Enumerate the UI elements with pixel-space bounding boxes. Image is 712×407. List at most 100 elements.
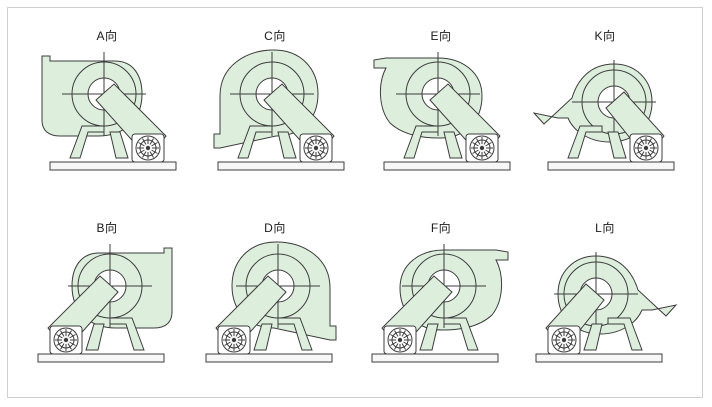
fan-cell-b: B向 — [20, 200, 194, 395]
motor-shaft — [231, 337, 237, 343]
fan-cell-e: E向 — [354, 8, 528, 203]
motor-fin — [484, 151, 488, 157]
motor-fin — [69, 335, 75, 339]
base-plate — [372, 354, 498, 362]
motor-fin — [236, 343, 240, 349]
base-plate — [384, 162, 510, 170]
motor-fin — [151, 150, 157, 154]
motor-fin — [485, 143, 491, 147]
fan-cell-a: A向 — [20, 8, 194, 203]
fan-label: E向 — [430, 29, 452, 43]
support-leg-left — [568, 126, 602, 158]
base-plate — [536, 354, 662, 362]
support-leg-right — [278, 132, 296, 158]
support-leg-right — [110, 132, 128, 158]
fan-cell-l: L向 — [518, 200, 692, 395]
motor-fin — [648, 151, 652, 157]
fan-drawing-l — [518, 200, 692, 395]
fan-drawing-c — [188, 8, 362, 203]
motor-fin — [472, 150, 478, 154]
motor-fin — [390, 335, 396, 339]
base-plate — [206, 354, 332, 362]
support-leg-left — [278, 318, 312, 350]
motor-fin — [318, 138, 322, 144]
motor-fin — [229, 343, 233, 349]
fan-assembly — [206, 242, 336, 362]
motor-fin — [311, 138, 315, 144]
motor-shaft — [145, 145, 151, 151]
fan-drawing-f — [354, 200, 528, 395]
motor-fin — [566, 343, 570, 349]
motor-fin — [237, 335, 243, 339]
fan-cell-d: D向 — [188, 200, 362, 395]
fan-drawing-a — [20, 8, 194, 203]
motor-fin — [143, 151, 147, 157]
motor-fin — [69, 342, 75, 346]
motor-fin — [236, 330, 240, 336]
motor-fin — [138, 143, 144, 147]
fan-drawing-d — [188, 200, 362, 395]
motor-fin — [403, 335, 409, 339]
support-leg-right — [608, 132, 626, 158]
motor-fin — [567, 342, 573, 346]
motor-fin — [567, 335, 573, 339]
fan-assembly — [38, 244, 172, 362]
motor-fin — [61, 330, 65, 336]
motor-fin — [554, 342, 560, 346]
fan-drawing-e — [354, 8, 528, 203]
motor-fin — [402, 330, 406, 336]
motor-fin — [472, 143, 478, 147]
fan-assembly — [214, 50, 344, 170]
motor-fin — [56, 335, 62, 339]
fan-label: F向 — [430, 221, 452, 235]
fan-assembly — [372, 244, 508, 362]
motor-fin — [554, 335, 560, 339]
motor-fin — [224, 335, 230, 339]
fan-drawing-k — [518, 8, 692, 203]
motor-fin — [306, 143, 312, 147]
motor-fin — [649, 150, 655, 154]
support-leg-left — [238, 126, 272, 158]
fan-label: A向 — [96, 29, 118, 43]
support-leg-left — [70, 126, 104, 158]
motor-fin — [636, 143, 642, 147]
support-leg-left — [608, 318, 642, 350]
motor-fin — [559, 343, 563, 349]
motor-fin — [319, 143, 325, 147]
fan-label: C向 — [264, 29, 286, 43]
motor-fin — [641, 138, 645, 144]
fan-cell-f: F向 — [354, 200, 528, 395]
base-plate — [50, 162, 176, 170]
motor-fin — [390, 342, 396, 346]
motor-fin — [306, 150, 312, 154]
motor-fin — [61, 343, 65, 349]
motor-fin — [68, 330, 72, 336]
motor-fin — [485, 150, 491, 154]
motor-fin — [318, 151, 322, 157]
motor-fin — [641, 151, 645, 157]
motor-fin — [559, 330, 563, 336]
motor-fin — [484, 138, 488, 144]
support-leg-right — [254, 324, 272, 350]
support-leg-left — [444, 318, 478, 350]
fan-cell-k: K向 — [518, 8, 692, 203]
fan-assembly — [534, 60, 674, 170]
fan-label: K向 — [594, 29, 616, 43]
fan-label: B向 — [96, 221, 118, 235]
motor-fin — [395, 343, 399, 349]
motor-fin — [150, 138, 154, 144]
fan-label: D向 — [264, 221, 286, 235]
base-plate — [218, 162, 344, 170]
base-plate — [38, 354, 164, 362]
motor-fin — [649, 143, 655, 147]
motor-fin — [150, 151, 154, 157]
motor-fin — [68, 343, 72, 349]
motor-fin — [311, 151, 315, 157]
fan-assembly — [536, 252, 676, 362]
motor-shaft — [479, 145, 485, 151]
motor-fin — [229, 330, 233, 336]
motor-shaft — [63, 337, 69, 343]
fan-label: L向 — [595, 221, 615, 235]
support-leg-left — [404, 126, 438, 158]
motor-shaft — [397, 337, 403, 343]
